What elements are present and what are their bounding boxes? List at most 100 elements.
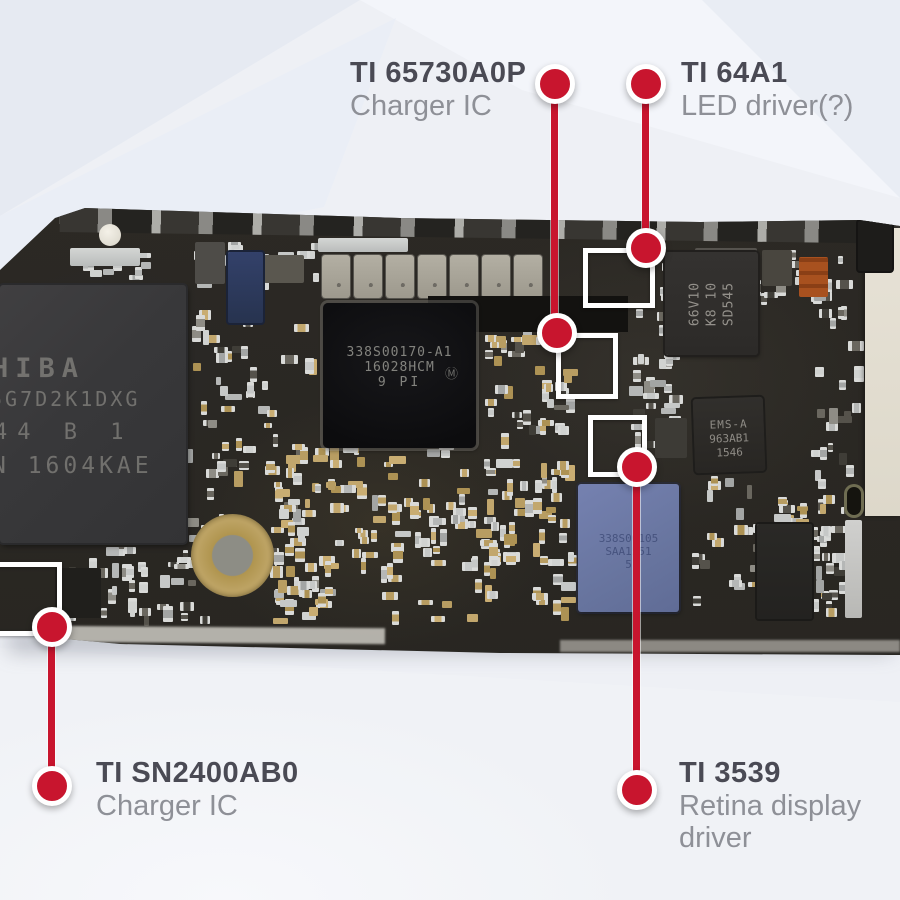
passive-component [215, 353, 228, 364]
passive-component [304, 498, 311, 508]
passive-component [372, 494, 379, 512]
passive-component [642, 393, 659, 399]
passive-component [467, 520, 477, 528]
passive-component [378, 494, 386, 506]
passive-component [418, 479, 431, 487]
passive-component [825, 563, 835, 574]
passive-component [250, 367, 257, 382]
chip-marking: 9 PI [377, 375, 422, 390]
passive-component [847, 341, 864, 351]
passive-component [789, 517, 803, 526]
passive-component [440, 529, 447, 546]
chip-marking: 5G7D2K1DXG [0, 387, 141, 411]
passive-component [330, 503, 344, 513]
passive-component [274, 590, 284, 598]
passive-component [302, 510, 317, 518]
passive-component [141, 262, 152, 269]
passive-component [706, 490, 713, 502]
passive-component [124, 546, 137, 555]
passive-component [839, 380, 847, 390]
passive-component [489, 543, 499, 560]
passive-component [693, 595, 702, 607]
passive-component [776, 281, 787, 297]
passive-component [211, 453, 221, 459]
passive-component [362, 551, 379, 559]
passive-component [387, 574, 403, 582]
passive-component [522, 410, 532, 426]
passive-component [559, 518, 570, 528]
passive-component [550, 469, 563, 475]
passive-component [474, 579, 483, 593]
passive-component [511, 412, 522, 419]
passive-component [500, 525, 506, 542]
passive-component [224, 350, 232, 363]
passive-component [354, 527, 364, 533]
board-top-edge [59, 208, 900, 244]
passive-component [243, 445, 256, 454]
passive-component [531, 592, 548, 601]
passive-component [287, 522, 295, 536]
passive-component [493, 356, 502, 367]
blue-338s-chip: 338S00105 SAA1551 5 [578, 484, 679, 612]
passive-component [774, 513, 791, 523]
chip-marking: HIBA [0, 353, 86, 384]
passive-component [340, 484, 356, 494]
passive-component [566, 398, 575, 414]
passive-component [800, 503, 808, 518]
passive-component [394, 531, 411, 538]
passive-component [816, 535, 827, 543]
passive-component [280, 600, 298, 607]
passive-component [279, 509, 289, 519]
passive-component [112, 563, 120, 578]
passive-component [485, 350, 493, 360]
passive-component [483, 459, 491, 470]
passive-component [707, 532, 717, 541]
passive-component [629, 385, 643, 396]
passive-component [535, 479, 542, 494]
passive-component [663, 402, 680, 408]
passive-component [810, 551, 820, 562]
passive-component [514, 498, 525, 508]
passive-component [843, 410, 851, 424]
passive-component [535, 596, 549, 606]
passive-component [301, 590, 313, 598]
passive-component [523, 326, 533, 341]
passive-component [825, 608, 838, 617]
passive-component [360, 536, 369, 545]
passive-component [644, 380, 654, 396]
passive-component [557, 426, 569, 435]
passive-component [641, 441, 658, 449]
passive-component [548, 514, 556, 524]
passive-component [504, 534, 517, 545]
passive-component [240, 346, 249, 360]
passive-component [540, 463, 547, 479]
passive-component [108, 588, 117, 605]
passive-component [811, 450, 822, 458]
passive-component [138, 582, 148, 594]
passive-component [195, 314, 205, 331]
passive-component [392, 508, 401, 526]
passive-component [508, 351, 525, 358]
passive-component [829, 408, 839, 425]
passive-component [538, 420, 555, 426]
passive-component [329, 443, 340, 461]
passive-component [324, 563, 339, 570]
passive-component [242, 319, 254, 328]
chip-marking: 338S00170-A1 [346, 345, 453, 360]
passive-component [200, 616, 210, 624]
shielded-ic [195, 242, 225, 284]
target-box-ti-sn2400ab0 [0, 562, 62, 636]
passive-component [540, 555, 548, 566]
pmic-logo-icon: Ⓜ [444, 367, 458, 382]
passive-component [106, 547, 119, 556]
passive-component [490, 568, 496, 579]
passive-component [430, 616, 445, 622]
passive-component [763, 291, 778, 299]
connector-panel [865, 228, 900, 516]
passive-component [384, 461, 393, 467]
passive-component [821, 525, 832, 536]
passive-component [207, 487, 215, 501]
passive-component [419, 537, 430, 547]
passive-component [733, 573, 742, 586]
